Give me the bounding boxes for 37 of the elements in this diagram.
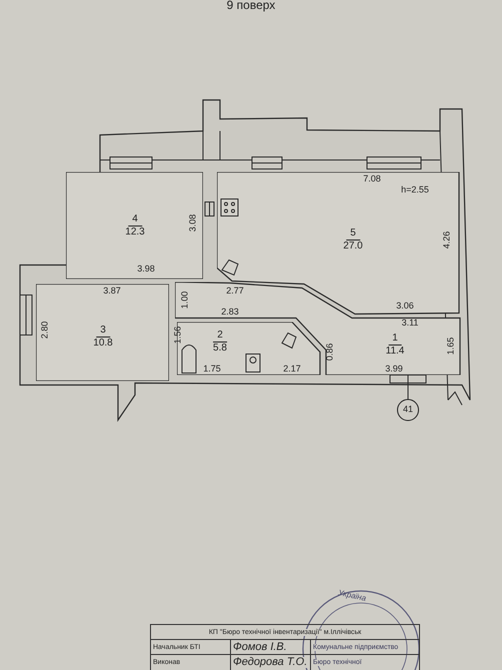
dimension-label: 2.17 xyxy=(283,364,301,374)
dimension-label: 2.80 xyxy=(40,321,50,339)
room-area: 27.0 xyxy=(343,240,363,252)
dimension-label: 2.83 xyxy=(221,308,239,316)
room-outline xyxy=(175,282,461,375)
room-number: 5 xyxy=(346,228,360,240)
dimension-label: 4.26 xyxy=(442,231,452,249)
dimension-label: 1.00 xyxy=(180,291,190,309)
dimension-label: 7.08 xyxy=(363,174,381,184)
dimension-label: h=2.55 xyxy=(401,186,429,194)
handwritten-name: Федорова Т.О. xyxy=(233,657,308,668)
dimension-label: 2.77 xyxy=(226,286,244,296)
dimension-label: 1.56 xyxy=(174,326,182,344)
room-area: 5.8 xyxy=(213,342,227,354)
dimension-label: 3.11 xyxy=(402,318,418,328)
dimension-label: 3.87 xyxy=(103,286,121,296)
dimension-label: 3.06 xyxy=(396,302,414,310)
dimension-label: 0.86 xyxy=(326,343,334,361)
room-number: 3 xyxy=(96,326,110,338)
dimension-label: 1.75 xyxy=(203,364,221,374)
dimension-label: 3.99 xyxy=(385,364,403,374)
dimension-label: 3.98 xyxy=(137,264,155,274)
handwritten-name: Фомов І.В. xyxy=(231,640,311,654)
room-number: 1 xyxy=(388,334,402,346)
room-area: 11.4 xyxy=(386,346,404,356)
room-number: 4 xyxy=(128,214,142,226)
callout-number: 41 xyxy=(402,403,413,416)
dimension-label: 1.65 xyxy=(446,337,456,355)
room-area: 10.8 xyxy=(93,338,113,348)
room-area: 12.3 xyxy=(125,226,145,238)
room-number: 2 xyxy=(213,330,227,342)
room-outline xyxy=(217,172,460,316)
title: 9 поверх xyxy=(226,0,276,14)
room-outline xyxy=(66,172,203,279)
dimension-label: 3.08 xyxy=(188,214,198,232)
stamp-text: Україна xyxy=(336,587,368,605)
room-outline xyxy=(36,284,169,381)
